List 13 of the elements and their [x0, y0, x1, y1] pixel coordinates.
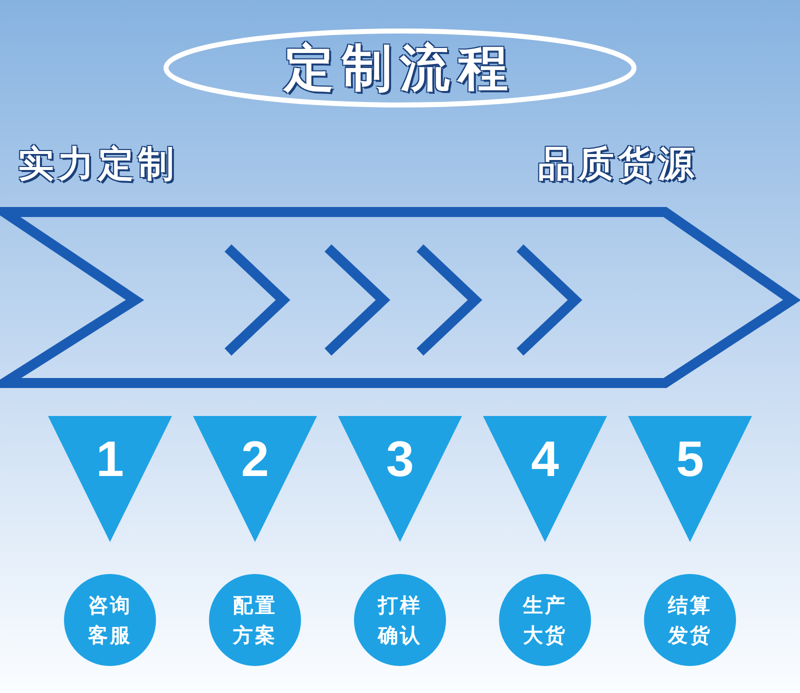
slogan-text: 品质货源 [538, 143, 698, 187]
step-label: 生产大货 [522, 592, 568, 649]
slogan-text: 实力定制 [18, 143, 178, 187]
step-number: 2 [241, 430, 269, 488]
step-number: 3 [386, 430, 414, 488]
step-number: 1 [96, 430, 124, 488]
step-label: 咨询客服 [87, 592, 133, 649]
step-number: 5 [676, 430, 704, 488]
step-label: 打样确认 [376, 592, 423, 649]
step-label: 结算发货 [666, 592, 713, 649]
heading-label: 定制流程 [284, 38, 516, 98]
step-label: 配置方案 [232, 592, 278, 649]
step-number: 4 [531, 430, 559, 488]
